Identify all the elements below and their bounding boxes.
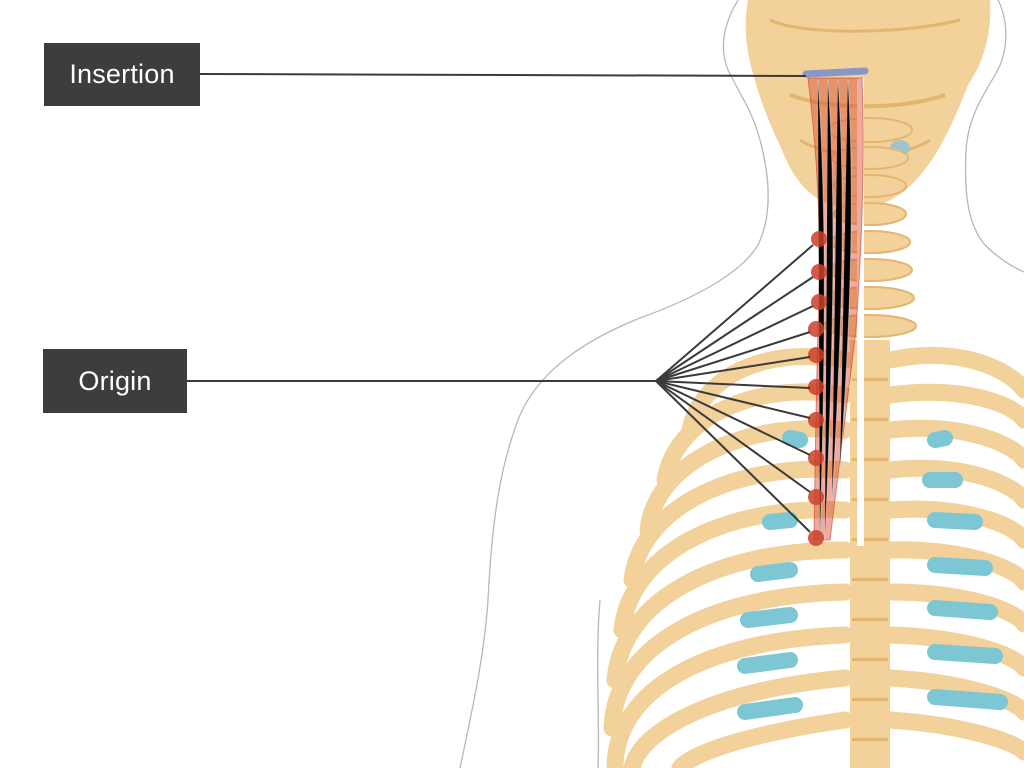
thoracic-spine xyxy=(850,340,890,768)
origin-point xyxy=(808,530,824,546)
origin-point xyxy=(811,294,827,310)
origin-point xyxy=(808,489,824,505)
origin-point xyxy=(808,321,824,337)
insertion-label: Insertion xyxy=(44,43,200,106)
origin-point xyxy=(811,264,827,280)
leader-lines xyxy=(187,73,814,533)
origin-point xyxy=(808,379,824,395)
origin-point xyxy=(808,347,824,363)
body-outline xyxy=(459,0,1024,768)
origin-point xyxy=(811,231,827,247)
nuchal-ligament xyxy=(857,78,864,546)
origin-point xyxy=(808,450,824,466)
origin-points xyxy=(808,231,827,546)
origin-label: Origin xyxy=(43,349,187,413)
origin-point xyxy=(808,412,824,428)
insertion-point xyxy=(802,67,869,78)
skull xyxy=(745,0,991,210)
insertion-leader-line xyxy=(199,73,807,77)
